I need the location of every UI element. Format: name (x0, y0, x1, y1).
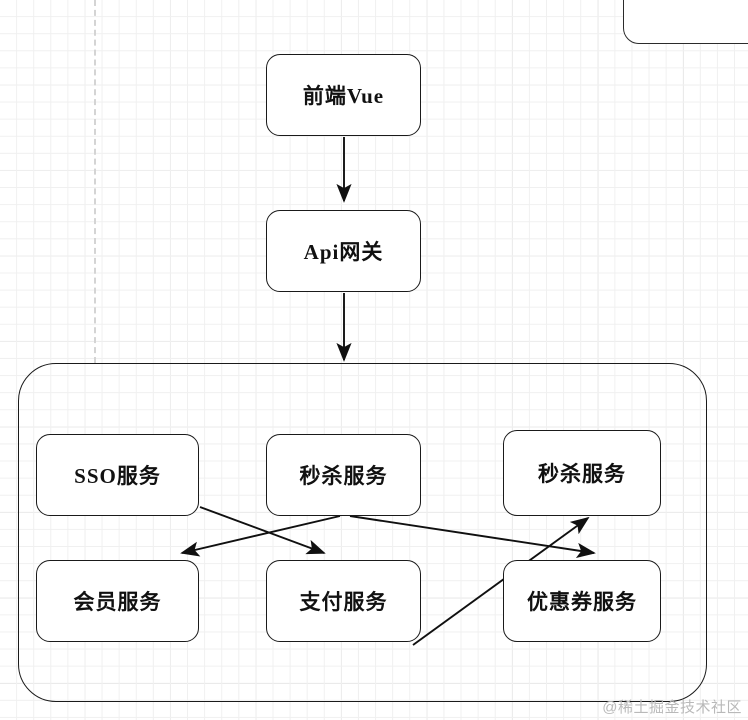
watermark: @稀土掘金技术社区 (602, 699, 742, 716)
node-label-gateway: Api网关 (303, 240, 384, 264)
node-coupon[interactable]: 优惠券服务 (503, 560, 661, 642)
node-label-seckill2: 秒杀服务 (538, 462, 626, 486)
node-label-coupon: 优惠券服务 (527, 590, 637, 614)
services-group-container (18, 363, 707, 702)
node-seckill2[interactable]: 秒杀服务 (503, 430, 661, 516)
node-frontend[interactable]: 前端Vue (266, 54, 421, 136)
node-gateway[interactable]: Api网关 (266, 210, 421, 292)
node-label-seckill1: 秒杀服务 (299, 464, 388, 488)
node-sso[interactable]: SSO服务 (36, 434, 199, 516)
node-label-payment: 支付服务 (299, 590, 388, 614)
node-payment[interactable]: 支付服务 (266, 560, 421, 642)
node-label-sso: SSO服务 (74, 464, 161, 488)
node-label-frontend: 前端Vue (302, 84, 385, 108)
node-seckill1[interactable]: 秒杀服务 (266, 434, 421, 516)
vertical-guide-line (94, 0, 96, 363)
node-label-member: 会员服务 (73, 590, 162, 614)
offscreen-partial-node[interactable] (623, 0, 748, 44)
node-member[interactable]: 会员服务 (36, 560, 199, 642)
